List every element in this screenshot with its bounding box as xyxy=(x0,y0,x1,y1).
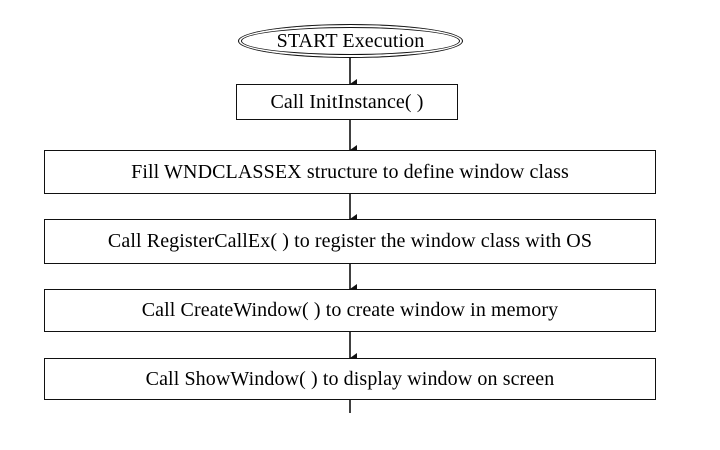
step-call-createwindow: Call CreateWindow( ) to create window in… xyxy=(44,289,656,332)
start-terminal: START Execution xyxy=(238,24,463,58)
step-label: Call RegisterCallEx( ) to register the w… xyxy=(107,230,593,252)
step-label: Call InitInstance( ) xyxy=(270,90,424,113)
step-call-initinstance: Call InitInstance( ) xyxy=(236,84,458,120)
step-label: Call CreateWindow( ) to create window in… xyxy=(141,299,559,321)
step-call-showwindow: Call ShowWindow( ) to display window on … xyxy=(44,358,656,400)
step-call-registercallex: Call RegisterCallEx( ) to register the w… xyxy=(44,219,656,264)
step-label: Fill WNDCLASSEX structure to define wind… xyxy=(131,160,569,183)
step-label: Call ShowWindow( ) to display window on … xyxy=(145,367,555,390)
start-terminal-label: START Execution xyxy=(276,29,425,52)
step-fill-wndclassex: Fill WNDCLASSEX structure to define wind… xyxy=(44,150,656,194)
